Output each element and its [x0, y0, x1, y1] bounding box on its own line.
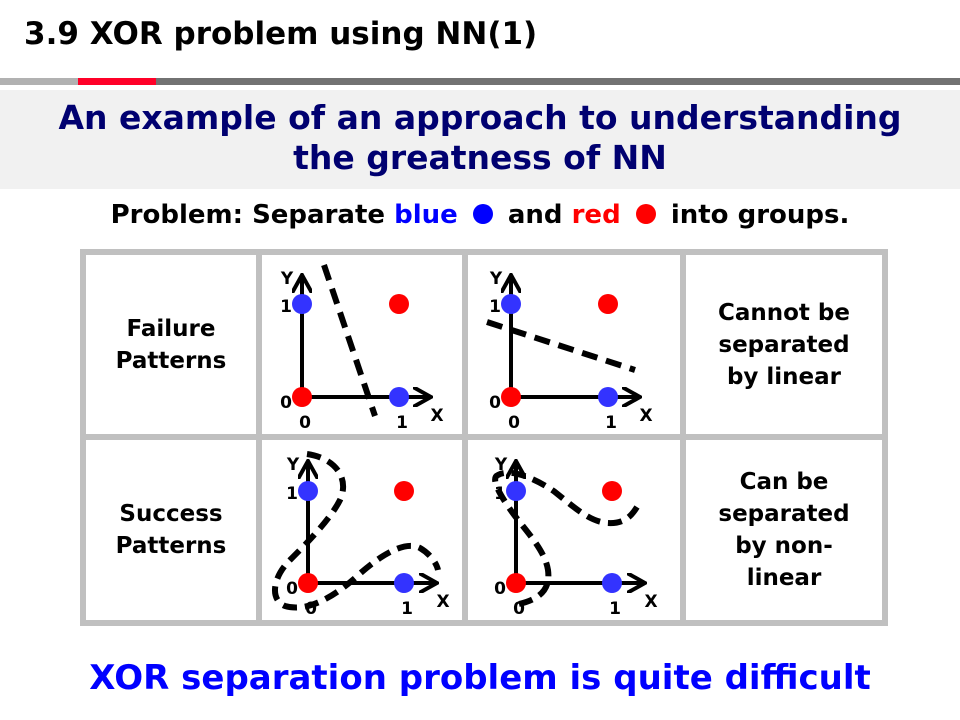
x-axis-label: X [430, 406, 443, 426]
failure-label-line-1: Failure [126, 315, 216, 342]
failure-conclusion-line-3: by linear [726, 363, 842, 390]
blue-point [598, 387, 618, 407]
comparison-table: Failure Patterns Cannot be separated by … [80, 249, 888, 626]
boundary-linear-shallow [486, 319, 636, 373]
problem-blue-word: blue [394, 200, 458, 230]
red-point [506, 573, 526, 593]
problem-middle: and [507, 200, 563, 230]
title-divider-accent [78, 78, 156, 85]
success-label-line-2: Patterns [115, 533, 227, 559]
y-tick-label: 1 [286, 484, 298, 504]
y-axis-label: Y [286, 455, 300, 475]
blue-point [394, 573, 414, 593]
red-point [298, 573, 318, 593]
x-tick-label: 1 [605, 413, 617, 433]
y-axis-label: Y [494, 455, 508, 475]
failure-conclusion-line-2: separated [718, 331, 850, 358]
x-tick-label: 1 [609, 599, 621, 619]
red-point [602, 481, 622, 501]
y-tick-label: 0 [489, 393, 501, 413]
y-axis-label: Y [280, 269, 294, 289]
blue-point [506, 481, 526, 501]
y-tick-label: 1 [489, 297, 501, 317]
conclusion-text: XOR separation problem is quite difficul… [89, 658, 871, 698]
success-conclusion-line-4: linear [746, 565, 822, 591]
x-axis-label: X [644, 592, 657, 612]
red-point [389, 294, 409, 314]
y-axis-label: Y [489, 269, 503, 289]
red-dot-icon [635, 203, 656, 224]
boundary-nonlinear-b [492, 469, 640, 607]
x-tick-label: 1 [396, 413, 408, 433]
blue-point [501, 294, 521, 314]
y-tick-label: 0 [280, 393, 292, 413]
red-point [292, 387, 312, 407]
red-point [394, 481, 414, 501]
blue-point [602, 573, 622, 593]
x-axis-label: X [639, 406, 652, 426]
x-tick-label: 1 [401, 599, 413, 619]
x-tick-label: 0 [299, 413, 311, 433]
conclusion-cell-failure: Cannot be separated by linear [686, 255, 882, 434]
failure-label-line-2: Patterns [115, 347, 227, 374]
subtitle-panel [0, 90, 960, 189]
y-tick-label: 0 [286, 579, 298, 599]
subtitle-line-2: the greatness of NN [293, 138, 667, 177]
blue-dot-icon [472, 203, 493, 224]
problem-red-word: red [571, 200, 621, 230]
success-conclusion-line-2: separated [718, 501, 850, 527]
blue-point [292, 294, 312, 314]
success-conclusion-line-3: by non- [735, 533, 833, 559]
y-tick-label: 0 [494, 579, 506, 599]
failure-conclusion-line-1: Cannot be [717, 299, 850, 326]
title-divider-dark [156, 78, 960, 85]
x-axis-label: X [436, 592, 449, 612]
y-tick-label: 1 [280, 297, 292, 317]
row-label-failure: Failure Patterns [86, 255, 256, 434]
red-point [501, 387, 521, 407]
boundary-nonlinear-a [272, 451, 441, 611]
page-title: 3.9 XOR problem using NN(1) [24, 16, 538, 52]
subtitle: An example of an approach to understandi… [0, 98, 960, 178]
problem-prefix: Problem: Separate [110, 200, 386, 230]
row-label-success: Success Patterns [86, 440, 256, 620]
blue-point [298, 481, 318, 501]
success-label-line-1: Success [119, 501, 223, 527]
conclusion-cell-success: Can be separated by non- linear [686, 440, 882, 620]
success-conclusion-line-1: Can be [739, 469, 829, 495]
x-tick-label: 0 [508, 413, 520, 433]
boundary-linear-steep [321, 264, 378, 417]
subtitle-line-1: An example of an approach to understandi… [58, 98, 902, 137]
problem-statement: Problem: Separate blue and red into grou… [0, 200, 960, 230]
problem-suffix: into groups. [670, 200, 850, 230]
blue-point [389, 387, 409, 407]
title-divider-light [0, 78, 78, 85]
red-point [598, 294, 618, 314]
